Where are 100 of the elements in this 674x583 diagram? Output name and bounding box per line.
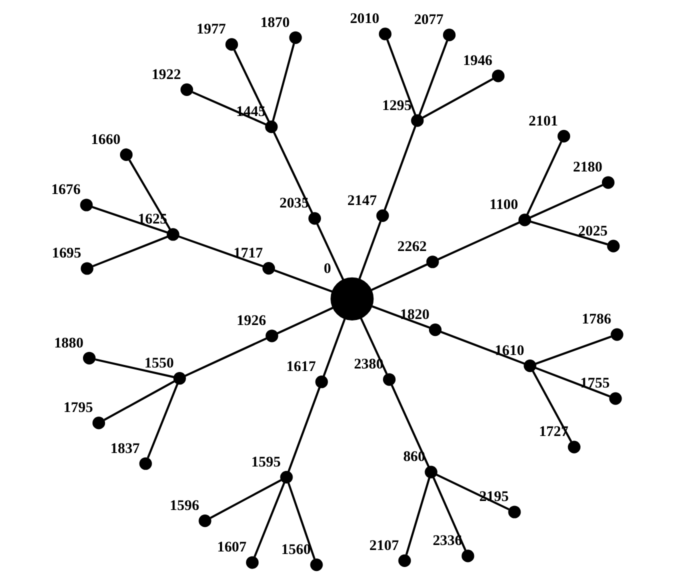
node-circle (198, 514, 212, 528)
connector (92, 236, 168, 268)
connector (535, 366, 610, 398)
connector (254, 482, 286, 558)
node-circle (265, 120, 278, 134)
node-circle (610, 328, 624, 341)
node-circle (180, 83, 194, 96)
node-label: 2180 (572, 160, 602, 176)
node-circle (92, 416, 106, 430)
node-label: 2147 (347, 192, 377, 209)
node-circle (378, 28, 392, 40)
connector (316, 224, 344, 280)
connector (95, 358, 174, 378)
connector (322, 318, 346, 377)
node-circle (524, 359, 536, 372)
node-circle (262, 262, 276, 275)
node-label: 1926 (236, 313, 266, 330)
node-label: 2107 (369, 538, 399, 554)
node-label: 1820 (400, 306, 430, 323)
node-circle (166, 228, 180, 241)
node-label: 1977 (196, 22, 226, 38)
connector (422, 78, 494, 119)
connector (535, 336, 612, 365)
connector (440, 330, 525, 365)
node-circle (492, 70, 505, 82)
node-label: 1550 (144, 356, 174, 372)
node-circle (308, 212, 321, 225)
node-circle (398, 554, 411, 567)
node-label: 1695 (52, 246, 82, 262)
connector (386, 39, 416, 116)
node-circle (225, 38, 238, 51)
connector (184, 337, 267, 377)
connector (288, 387, 321, 472)
node-circle (424, 466, 438, 478)
node-circle (609, 392, 622, 405)
connector (432, 477, 466, 551)
node-label: 1676 (51, 182, 81, 198)
node-circle (266, 330, 278, 342)
connector (358, 220, 382, 280)
connector (272, 132, 314, 214)
connector (438, 221, 520, 260)
node-label: 1596 (170, 498, 200, 514)
node-label: 1795 (64, 400, 93, 416)
node-label: 1595 (251, 454, 281, 470)
node-circle (442, 28, 456, 42)
node-label: 1295 (382, 98, 412, 114)
node-circle (80, 198, 93, 212)
node-label: 1607 (217, 540, 247, 556)
connector (371, 263, 428, 291)
connector (272, 43, 295, 122)
node-circle (310, 558, 323, 572)
node-label: 0 (324, 260, 332, 277)
connector (372, 305, 430, 329)
node-circle (607, 240, 620, 252)
node-circle (411, 114, 424, 127)
node-label: 2010 (350, 11, 380, 28)
node-circle (280, 470, 293, 484)
node-label: 1100 (490, 197, 518, 214)
node-circle (330, 277, 374, 320)
connector (526, 141, 562, 215)
node-circle (602, 176, 614, 189)
node-label: 1717 (233, 245, 263, 262)
connector (274, 269, 333, 293)
node-label: 2025 (578, 223, 608, 240)
node-circle (120, 148, 133, 162)
connector (532, 370, 572, 442)
connector (287, 482, 316, 560)
node-label: 1837 (110, 440, 140, 457)
node-label: 1880 (54, 335, 84, 352)
connector (128, 160, 171, 230)
node-circle (382, 373, 396, 386)
connector (384, 126, 416, 210)
connector (146, 384, 178, 458)
connector (530, 220, 608, 246)
node-label: 2101 (528, 113, 558, 130)
node-circle (426, 256, 439, 268)
node-label: 1617 (286, 359, 316, 376)
node-label: 1870 (260, 14, 290, 31)
node-circle (289, 31, 302, 44)
node-circle (376, 209, 389, 222)
node-circle (428, 323, 442, 336)
connector (360, 318, 388, 374)
connector (405, 478, 430, 555)
node-circle (558, 130, 570, 143)
node-label: 1755 (580, 376, 610, 392)
node-circle (246, 556, 259, 569)
node-circle (80, 262, 94, 275)
node-circle (462, 550, 474, 562)
connector (390, 384, 430, 468)
node-circle (173, 372, 186, 385)
connector (530, 184, 604, 218)
node-label: 2077 (414, 12, 444, 28)
connector (276, 306, 334, 334)
node-circle (139, 457, 152, 470)
node-label: 1946 (463, 53, 492, 70)
node-label: 1560 (281, 542, 311, 558)
connector (104, 380, 175, 421)
node-circle (518, 214, 532, 226)
node-circle (568, 440, 580, 454)
node-label: 1610 (494, 342, 524, 359)
